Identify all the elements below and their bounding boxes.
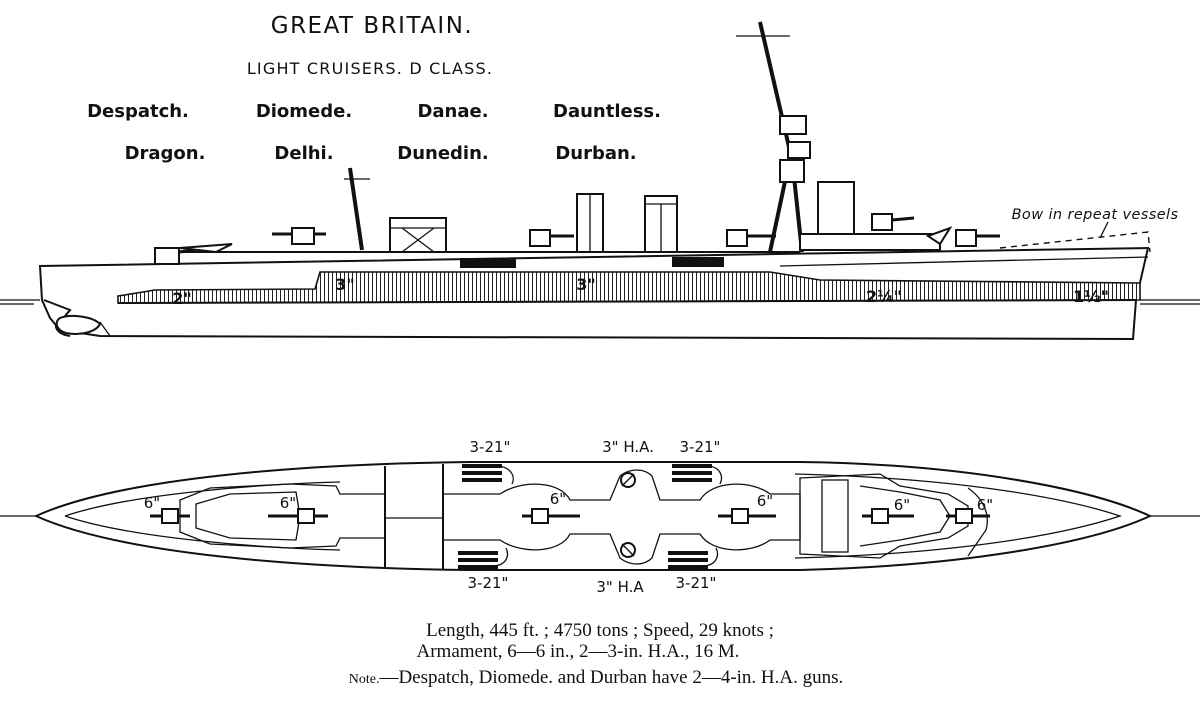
gun-label: 6" [977, 496, 993, 514]
plan-view: 6" 6" 6" 6" 6" 6" 3-21" 3-21" 3-21" 3-21… [0, 438, 1200, 596]
gun-turret [272, 227, 326, 245]
gun-label: 6" [144, 494, 160, 512]
torpedo-label: 3-21" [470, 438, 511, 456]
torpedo-tubes [458, 547, 509, 569]
gun-label: 6" [894, 496, 910, 514]
bow-note: Bow in repeat vessels [1012, 207, 1179, 223]
hull [38, 246, 1150, 341]
torpedo-tubes [462, 464, 514, 485]
foremast [736, 21, 811, 253]
gun-turret [871, 213, 915, 231]
ship-name: Diomede. [256, 101, 352, 122]
ha-gun [620, 542, 636, 558]
armour-label: 2" [172, 289, 191, 308]
torpedo-label: 3-21" [676, 574, 717, 592]
ship-name: Delhi. [274, 143, 333, 164]
gun-mount [862, 508, 914, 524]
bridge [799, 181, 941, 251]
mainmast [344, 167, 370, 251]
boat [460, 257, 724, 268]
funnel [576, 193, 604, 253]
ha-label: 3" H.A. [602, 438, 654, 456]
ha-gun [620, 472, 636, 488]
gun-mount [522, 508, 580, 524]
torpedo-label: 3-21" [468, 574, 509, 592]
ship-name: Durban. [555, 143, 636, 164]
note-text: —Despatch, Diomede. and Durban have 2—4-… [378, 667, 843, 688]
gun-mount [718, 508, 776, 524]
caption-line: Armament, 6—6 in., 2—3-in. H.A., 16 M. [417, 641, 740, 662]
header: GREAT BRITAIN. LIGHT CRUISERS. D CLASS. … [87, 13, 661, 164]
gun-turret [726, 229, 776, 247]
armour-label: 3" [576, 275, 595, 294]
gun-mount [150, 508, 190, 524]
torpedo-label: 3-21" [680, 438, 721, 456]
caption: Length, 445 ft. ; 4750 tons ; Speed, 29 … [349, 620, 844, 688]
ship-name: Despatch. [87, 101, 189, 122]
gun-label: 6" [550, 490, 566, 508]
armour-label: 3" [335, 275, 354, 294]
repeat-bow-outline [999, 221, 1151, 253]
gun-label: 6" [757, 492, 773, 510]
torpedo-tubes [672, 464, 723, 485]
ship-name: Dauntless. [553, 101, 661, 122]
waterline [0, 299, 1200, 305]
deckhouse [389, 217, 447, 253]
caption-line: Length, 445 ft. ; 4750 tons ; Speed, 29 … [426, 620, 774, 641]
gun-label: 6" [280, 494, 296, 512]
armour-label: 1½" [1073, 287, 1109, 306]
gun-turret [529, 229, 574, 247]
torpedo-tubes [668, 547, 719, 569]
gun-turret [925, 226, 1000, 247]
ship-name: Dunedin. [397, 143, 489, 164]
note-label: Note. [349, 672, 380, 687]
gun-turret [154, 243, 233, 265]
country-title: GREAT BRITAIN. [271, 13, 473, 39]
ha-label: 3" H.A [596, 578, 644, 596]
gun-mount [268, 508, 328, 524]
class-subtitle: LIGHT CRUISERS. D CLASS. [247, 59, 493, 78]
funnel [644, 195, 678, 253]
ship-name: Danae. [417, 101, 488, 122]
ship-name: Dragon. [125, 143, 206, 164]
armour-label: 2¼" [866, 287, 902, 306]
profile-view: Bow in repeat vessels 2" 3" 3" 2¼" 1½" [0, 21, 1200, 341]
gun-mount [946, 508, 990, 524]
caption-note: Note.—Despatch, Diomede. and Durban have… [349, 667, 844, 688]
